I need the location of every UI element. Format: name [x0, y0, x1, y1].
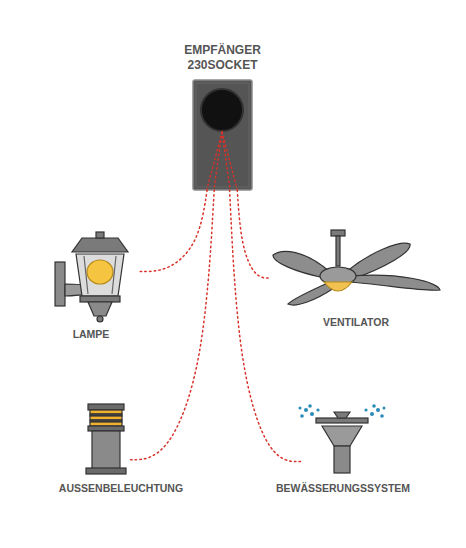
device-node: LAMPE [52, 232, 138, 322]
device-node: BEWÄSSERUNGSSYSTEM [302, 404, 384, 476]
dotted-signal-link [128, 190, 214, 460]
device-label: VENTILATOR [323, 316, 389, 329]
dotted-signal-link [237, 190, 270, 278]
ceiling-fan [273, 230, 440, 305]
device-heading: EMPFÄNGER 230SOCKET [177, 43, 269, 74]
bollard-light [86, 404, 126, 474]
device-label: BEWÄSSERUNGSSYSTEM [276, 482, 410, 495]
device-label: AUSSENBELEUCHTUNG [59, 482, 183, 495]
receiver-node: EMPFÄNGER 230SOCKET [193, 80, 252, 190]
wall-lamp [55, 232, 128, 322]
dotted-signal-link [138, 190, 207, 272]
device-node: AUSSENBELEUCHTUNG [84, 402, 128, 476]
device-node: VENTILATOR [270, 230, 442, 310]
device-label: LAMPE [73, 328, 110, 341]
dotted-signal-link [230, 190, 302, 462]
receiver-socket [193, 80, 252, 190]
sprinkler [299, 404, 386, 473]
